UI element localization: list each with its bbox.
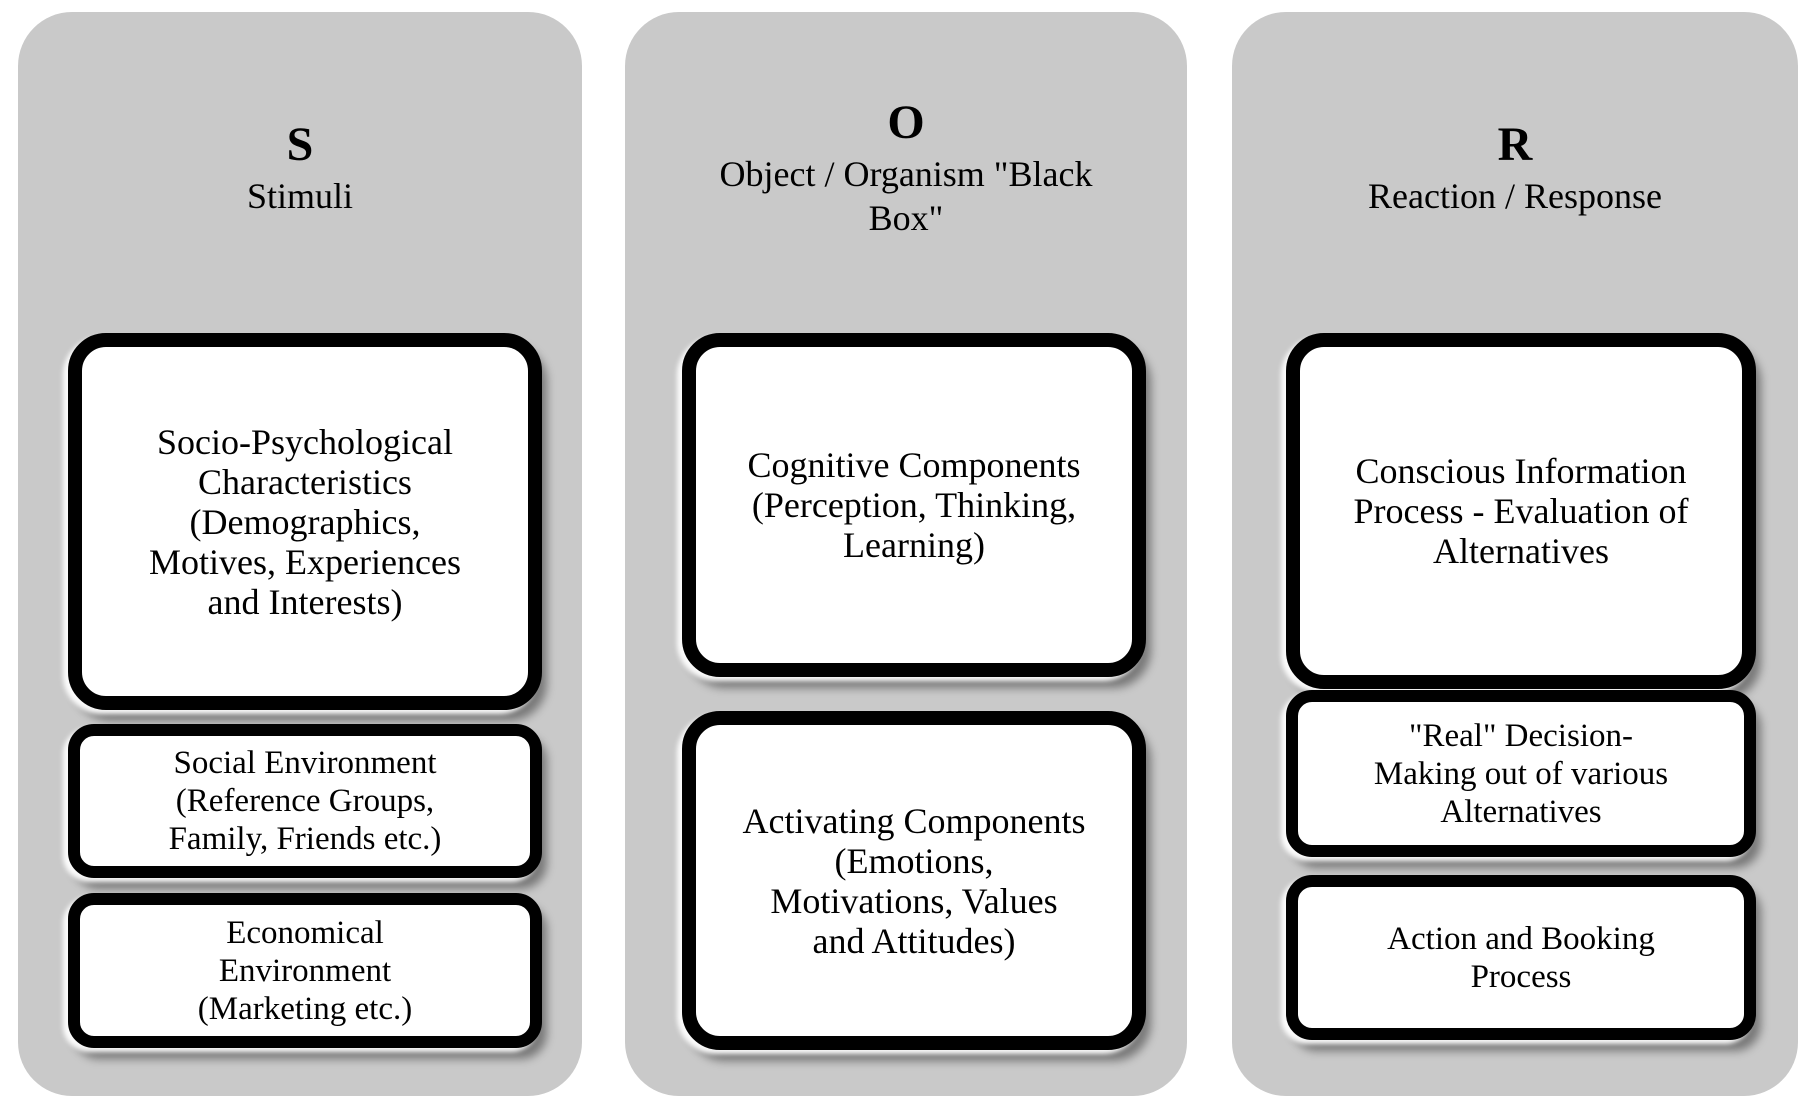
stimuli-letter: S bbox=[286, 118, 314, 171]
organism-letter: O bbox=[887, 96, 925, 149]
organism-subtitle: Object / Organism "Black Box" bbox=[719, 154, 1093, 238]
column-stimuli: S Stimuli Socio-Psychological Characteri… bbox=[18, 12, 582, 1096]
box-social-environment: Social Environment (Reference Groups, Fa… bbox=[68, 724, 542, 878]
box-cognitive-components: Cognitive Components (Perception, Thinki… bbox=[682, 333, 1146, 677]
response-header: R Reaction / Response bbox=[1232, 12, 1798, 322]
column-organism-black-box: O Object / Organism "Black Box" Cognitiv… bbox=[625, 12, 1187, 1096]
box-economical-environment: Economical Environment (Marketing etc.) bbox=[68, 893, 542, 1048]
box-conscious-information-process: Conscious Information Process - Evaluati… bbox=[1286, 333, 1756, 689]
response-letter: R bbox=[1497, 118, 1533, 171]
stimuli-header: S Stimuli bbox=[18, 12, 582, 322]
response-subtitle: Reaction / Response bbox=[1368, 176, 1662, 216]
box-real-decision-making: "Real" Decision- Making out of various A… bbox=[1286, 690, 1756, 857]
organism-header: O Object / Organism "Black Box" bbox=[625, 12, 1187, 322]
column-reaction-response: R Reaction / Response Conscious Informat… bbox=[1232, 12, 1798, 1096]
box-action-and-booking-process: Action and Booking Process bbox=[1286, 875, 1756, 1040]
stimuli-subtitle: Stimuli bbox=[246, 176, 354, 216]
box-socio-psychological-characteristics: Socio-Psychological Characteristics (Dem… bbox=[68, 333, 542, 710]
box-activating-components: Activating Components (Emotions, Motivat… bbox=[682, 711, 1146, 1050]
